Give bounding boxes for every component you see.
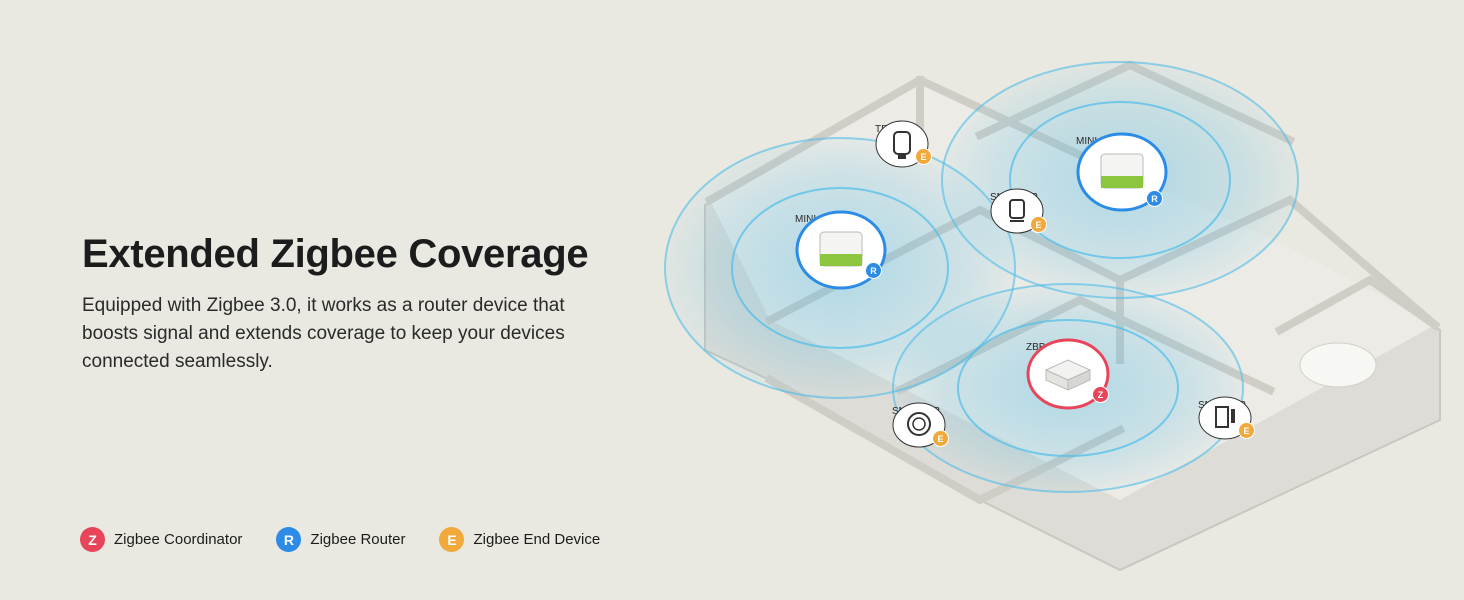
bridge-hub-icon xyxy=(1026,338,1110,410)
router-module-icon xyxy=(1076,132,1168,212)
device-trvzb: E TRVZB xyxy=(875,120,932,168)
end-device-badge: E xyxy=(932,430,949,447)
end-device-badge: E xyxy=(1030,216,1047,233)
coordinator-badge: Z xyxy=(1092,386,1109,403)
coverage-zone-left-inner xyxy=(731,187,949,349)
router-badge: R xyxy=(865,262,882,279)
end-device-badge: E xyxy=(915,148,932,165)
device-mini-zb2gs-left: R MINI-ZB2GS xyxy=(795,210,887,290)
device-snzb-03p: E SNZB-03P xyxy=(990,188,1047,234)
coverage-zone-bridge-inner xyxy=(957,319,1179,457)
legend-item-coordinator: Z Zigbee Coordinator xyxy=(80,527,242,552)
legend-item-router: R Zigbee Router xyxy=(276,527,405,552)
description: Equipped with Zigbee 3.0, it works as a … xyxy=(82,295,565,372)
device-mini-zb2gs-right: R MINI-ZB2GS xyxy=(1076,132,1168,212)
end-device-badge: E xyxy=(1238,422,1255,439)
headline: Extended Zigbee Coverage xyxy=(82,232,589,276)
router-badge: R xyxy=(1146,190,1163,207)
dining-table xyxy=(1299,342,1377,388)
wall xyxy=(1274,275,1441,336)
device-zbbridge-p: Z ZBBridge-P xyxy=(1026,338,1110,410)
device-snzb-04p: E SNZB-04P xyxy=(1198,396,1255,440)
router-module-icon xyxy=(795,210,887,290)
floorplan-scene: E TRVZB R MINI-ZB2GS E SNZB-03P R MINI-Z… xyxy=(650,30,1464,600)
zigbee-end-device-icon: E xyxy=(439,527,465,552)
coverage-zone-right-inner xyxy=(1009,101,1231,259)
legend-label: Zigbee End Device xyxy=(473,531,601,548)
legend: Z Zigbee Coordinator R Zigbee Router E Z… xyxy=(80,527,634,552)
legend-item-end-device: E Zigbee End Device xyxy=(439,527,600,552)
zigbee-coordinator-icon: Z xyxy=(80,527,105,552)
legend-label: Zigbee Coordinator xyxy=(114,531,243,548)
legend-label: Zigbee Router xyxy=(310,531,406,548)
floorplan-illustration xyxy=(664,60,1441,572)
device-snzb-01p: E SNZB-01P xyxy=(892,402,949,448)
zigbee-router-icon: R xyxy=(276,527,302,552)
